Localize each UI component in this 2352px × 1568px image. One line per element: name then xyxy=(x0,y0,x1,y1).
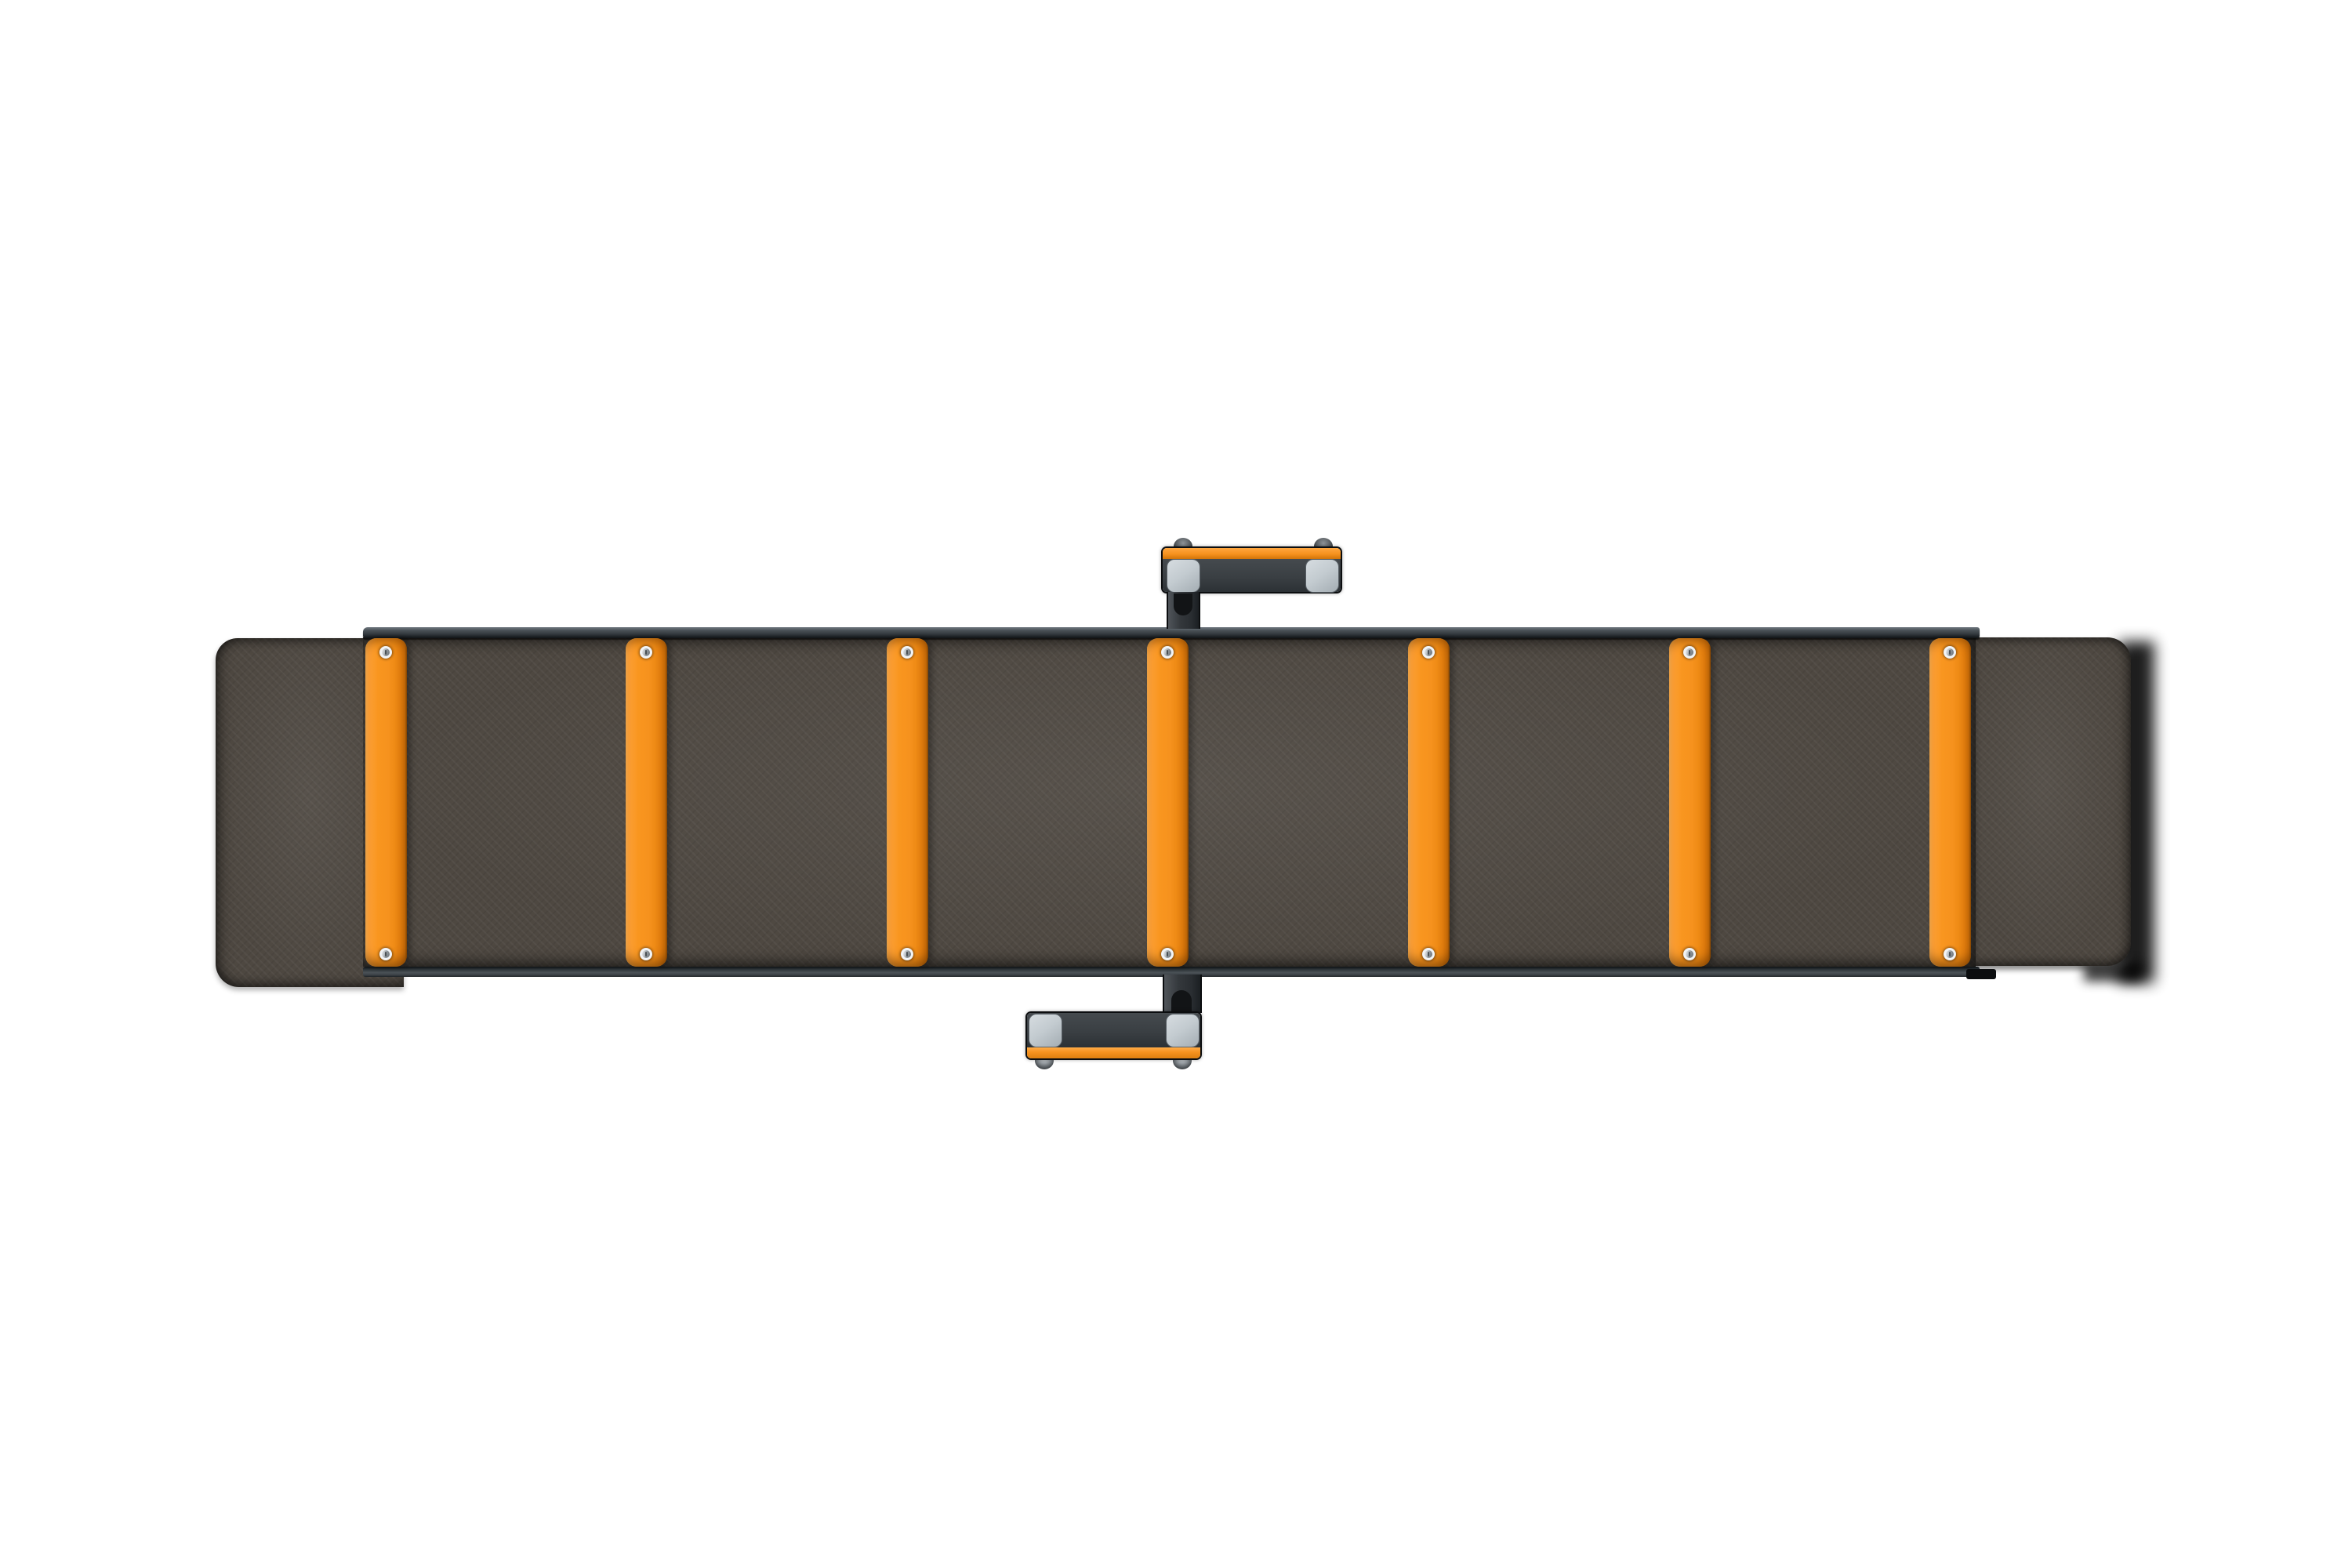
screw-pin xyxy=(903,648,911,656)
bottom-handle-end-pad-left xyxy=(1029,1014,1062,1047)
screw-pin xyxy=(1425,950,1432,958)
slat-screw xyxy=(379,646,392,659)
slat-screw xyxy=(379,948,392,960)
screw-pin xyxy=(1946,648,1954,656)
screw-pin xyxy=(1425,648,1432,656)
grip-slat xyxy=(1407,638,1450,967)
slat-screw xyxy=(640,948,652,960)
screw-pin xyxy=(642,648,650,656)
grip-slat xyxy=(1668,638,1711,967)
top-handle-post-notch xyxy=(1174,593,1192,615)
slat-screw xyxy=(1161,646,1174,659)
bottom-handle-grip-strip xyxy=(1027,1047,1200,1058)
slat-screw xyxy=(1944,948,1956,960)
screw-pin xyxy=(1163,950,1171,958)
screw-pin xyxy=(1946,950,1954,958)
slat-screw xyxy=(1422,646,1435,659)
slat-screw xyxy=(1683,646,1696,659)
grip-slat xyxy=(625,638,667,967)
grip-slat xyxy=(1146,638,1189,967)
top-handle-grip-strip xyxy=(1163,548,1341,559)
slat-screw xyxy=(640,646,652,659)
screw-pin xyxy=(903,950,911,958)
slat-screw xyxy=(901,646,913,659)
screw-pin xyxy=(1686,648,1693,656)
slat-screw xyxy=(1683,948,1696,960)
screw-pin xyxy=(382,950,390,958)
top-handle-end-pad-right xyxy=(1305,559,1339,593)
screw-pin xyxy=(1163,648,1171,656)
slat-screw xyxy=(1422,948,1435,960)
bottom-handle-end-pad-right xyxy=(1166,1014,1200,1047)
grip-slat xyxy=(1929,638,1971,967)
bottom-rail-end-tab xyxy=(1966,969,1996,979)
right-end-plate xyxy=(1958,637,2131,966)
slat-screw xyxy=(901,948,913,960)
screw-pin xyxy=(1686,950,1693,958)
top-handle-end-pad-left xyxy=(1167,559,1200,593)
slat-screw xyxy=(1944,646,1956,659)
grip-slat xyxy=(365,638,407,967)
screw-pin xyxy=(382,648,390,656)
screw-pin xyxy=(642,950,650,958)
bottom-handle-post-notch xyxy=(1171,990,1192,1013)
bottom-side-rail xyxy=(363,967,1980,977)
top-side-rail xyxy=(363,627,1980,638)
grip-slat xyxy=(886,638,928,967)
slat-screw xyxy=(1161,948,1174,960)
right-plate-corner-shadow xyxy=(2084,963,2142,982)
